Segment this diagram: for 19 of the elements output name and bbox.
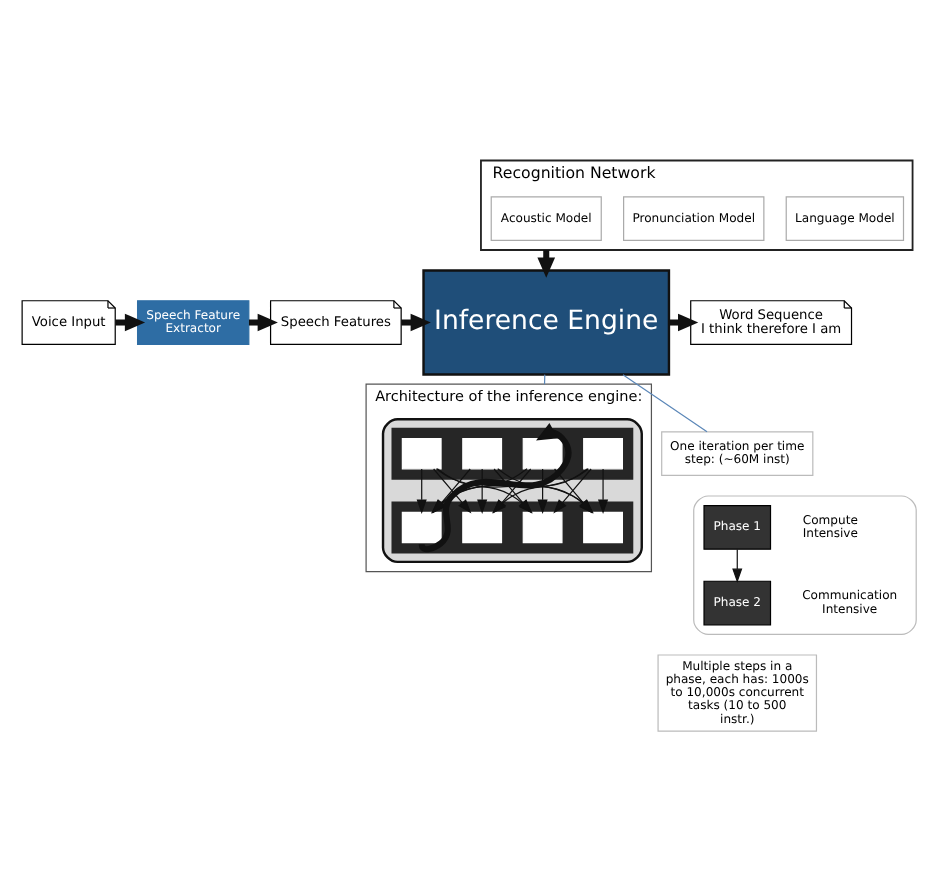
node-box xyxy=(462,511,503,544)
node-box xyxy=(583,511,623,544)
node-box xyxy=(401,511,442,544)
node-box: Inference Engine xyxy=(422,269,671,376)
node-box xyxy=(522,511,563,544)
arrow xyxy=(537,468,548,514)
arrow xyxy=(477,468,488,514)
cluster xyxy=(391,427,634,480)
arrow xyxy=(416,468,427,514)
node-box xyxy=(401,437,442,470)
arrow xyxy=(597,468,609,514)
arrow xyxy=(401,313,431,332)
node-box xyxy=(522,437,563,470)
arrow xyxy=(115,313,146,332)
cluster xyxy=(693,495,917,636)
node-box xyxy=(583,437,623,470)
connector xyxy=(622,374,708,433)
node-box xyxy=(462,437,503,470)
arrow xyxy=(732,548,743,584)
